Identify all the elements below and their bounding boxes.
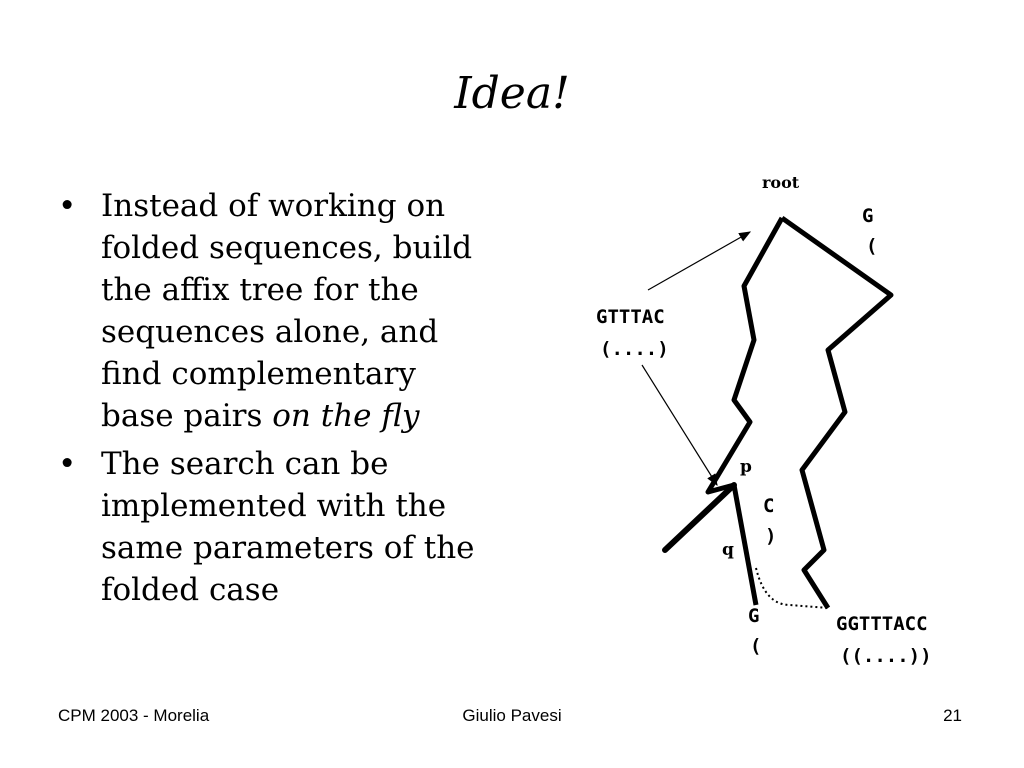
affix-tree-diagram: root G ( GTTTAC (....) p C ) q G ( GGTTT… <box>596 173 932 667</box>
seq-left-label: GTTTAC <box>596 306 665 328</box>
seq-right-label: GGTTTACC <box>836 613 928 635</box>
struct-right-label: ((....)) <box>840 645 932 667</box>
paren-c-label: ) <box>765 525 776 547</box>
tree-branch-main <box>703 218 782 618</box>
g-bottom-label: G <box>748 605 759 627</box>
footer-page-number: 21 <box>943 706 962 725</box>
arrow-to-p <box>641 364 718 487</box>
tree-branch-right <box>780 215 894 610</box>
bullet-item: • Instead of working on folded sequences… <box>58 185 498 437</box>
arrow-to-root <box>647 231 752 291</box>
bullet-text: The search can be implemented with the s… <box>101 446 475 608</box>
root-label: root <box>762 173 800 192</box>
bullet-dot: • <box>58 188 77 224</box>
q-label: q <box>722 540 734 560</box>
bullet-list: • Instead of working on folded sequences… <box>58 185 498 617</box>
footer-author: Giulio Pavesi <box>462 706 562 725</box>
slide-title: Idea! <box>454 68 570 119</box>
c-label: C <box>763 495 774 517</box>
bullet-text: Instead of working on folded sequences, … <box>101 188 473 434</box>
bullet-emphasis: on the fly <box>272 398 420 434</box>
g-top-label: G <box>862 205 873 227</box>
bullet-dot: • <box>58 446 77 482</box>
tree-side-branch <box>662 482 737 553</box>
paren-bottom-label: ( <box>750 635 761 657</box>
struct-left-label: (....) <box>600 338 669 360</box>
footer-conference: CPM 2003 - Morelia <box>58 706 210 725</box>
bullet-item: • The search can be implemented with the… <box>58 443 498 611</box>
p-label: p <box>740 457 752 477</box>
paren-top-label: ( <box>866 235 877 257</box>
